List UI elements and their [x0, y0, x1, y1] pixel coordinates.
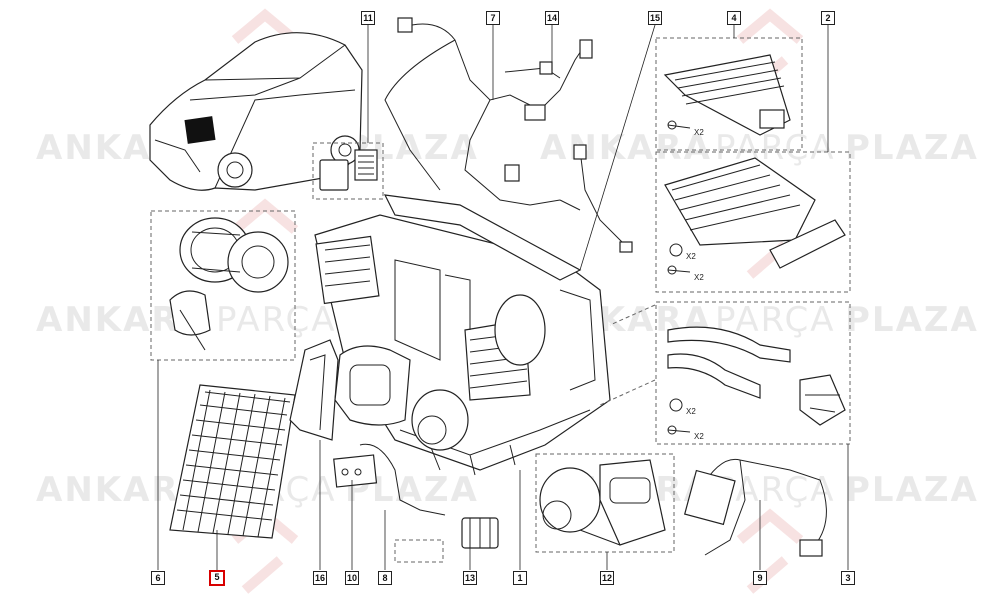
callout-6[interactable]: 6: [151, 571, 165, 585]
callout-7[interactable]: 7: [486, 11, 500, 25]
duct-seals: [539, 459, 666, 546]
filter-cover: [289, 339, 339, 441]
callout-16[interactable]: 16: [313, 571, 327, 585]
evaporator: [663, 54, 791, 136]
callout-14[interactable]: 14: [545, 11, 559, 25]
callout-15[interactable]: 15: [648, 11, 662, 25]
quantity-label: X2: [686, 407, 696, 416]
blower-motor: [169, 217, 289, 351]
sensor-pipe: [573, 144, 633, 253]
callout-12[interactable]: 12: [600, 571, 614, 585]
callout-13[interactable]: 13: [463, 571, 477, 585]
air-conditioning-harness: [683, 458, 827, 557]
actuator-round: [411, 389, 469, 451]
quantity-label: X2: [686, 252, 696, 261]
blower-resistor: [461, 517, 499, 549]
highlight-area: [184, 116, 216, 144]
callout-8[interactable]: 8: [378, 571, 392, 585]
callout-10[interactable]: 10: [345, 571, 359, 585]
callout-5-selected[interactable]: 5: [209, 570, 225, 586]
quantity-label: X2: [694, 273, 704, 282]
callout-11[interactable]: 11: [361, 11, 375, 25]
heater-core: [664, 157, 846, 275]
callout-1[interactable]: 1: [513, 571, 527, 585]
cabin-filter: [169, 384, 296, 539]
quantity-label: X2: [694, 128, 704, 137]
callout-9[interactable]: 9: [753, 571, 767, 585]
filter-housing: [333, 345, 411, 488]
heater-pipes: [667, 326, 846, 435]
control-module: [319, 149, 378, 191]
callout-4[interactable]: 4: [727, 11, 741, 25]
callout-3[interactable]: 3: [841, 571, 855, 585]
quantity-label: X2: [694, 432, 704, 441]
callout-2[interactable]: 2: [821, 11, 835, 25]
car-illustration: [149, 32, 363, 191]
wiring-harness: [384, 17, 593, 211]
cable-8: [359, 443, 446, 516]
temperature-sensor: [504, 61, 561, 79]
